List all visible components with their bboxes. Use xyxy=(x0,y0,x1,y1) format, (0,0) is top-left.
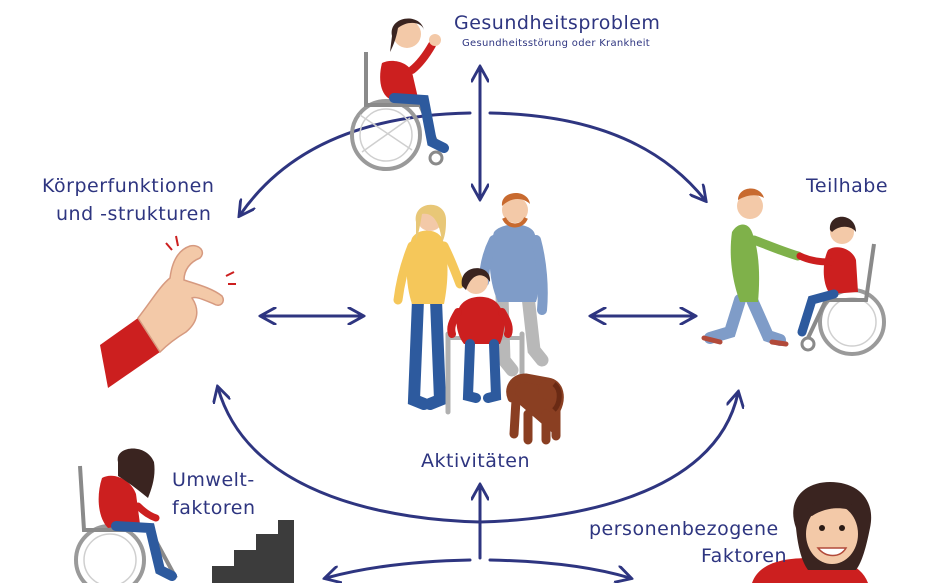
wheelchair-girl-stairs-icon xyxy=(74,448,294,583)
health-subtitle: Gesundheitsstörung oder Krankheit xyxy=(462,38,651,49)
activities-label: Aktivitäten xyxy=(421,450,531,472)
wheelchair-girl-waving-icon xyxy=(350,18,449,171)
handshake-wheelchair-icon xyxy=(701,188,886,356)
personal-label-line2: Faktoren xyxy=(701,545,788,567)
body-label-line1: Körperfunktionen xyxy=(42,175,215,197)
environment-label-line2: faktoren xyxy=(172,497,256,519)
participation-label: Teilhabe xyxy=(806,175,889,197)
environment-label-line1: Umwelt- xyxy=(172,469,255,491)
arrow-top-to-right xyxy=(488,111,705,200)
personal-label-line1: personenbezogene xyxy=(589,518,779,540)
family-with-dog-icon xyxy=(393,192,564,445)
arrow-bottom-right xyxy=(488,558,630,578)
body-label-line2: und -strukturen xyxy=(56,203,212,225)
smiling-girl-portrait-icon xyxy=(752,482,872,583)
arrow-bottom-left xyxy=(326,558,472,578)
pinching-hand-icon xyxy=(100,235,236,388)
health-title: Gesundheitsproblem xyxy=(454,12,661,34)
